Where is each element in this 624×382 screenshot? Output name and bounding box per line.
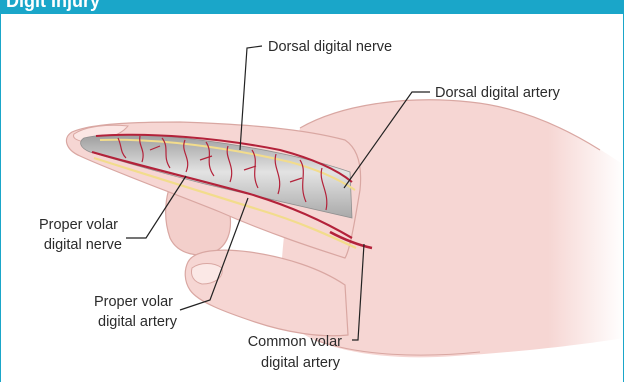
label-line: Common volar [248,334,342,350]
label-line: Proper volar [94,294,173,310]
label-dorsal-digital-nerve: Dorsal digital nerve [268,39,392,55]
label-line: digital artery [261,355,341,371]
label-proper-volar-digital-artery: Proper volar digital artery [94,294,178,330]
label-dorsal-digital-artery: Dorsal digital artery [435,85,561,101]
label-common-volar-digital-artery: Common volar digital artery [248,334,346,371]
label-line: Proper volar [39,217,118,233]
label-line: digital nerve [44,237,122,253]
label-line: digital artery [98,314,178,330]
label-proper-volar-digital-nerve: Proper volar digital nerve [39,217,122,253]
